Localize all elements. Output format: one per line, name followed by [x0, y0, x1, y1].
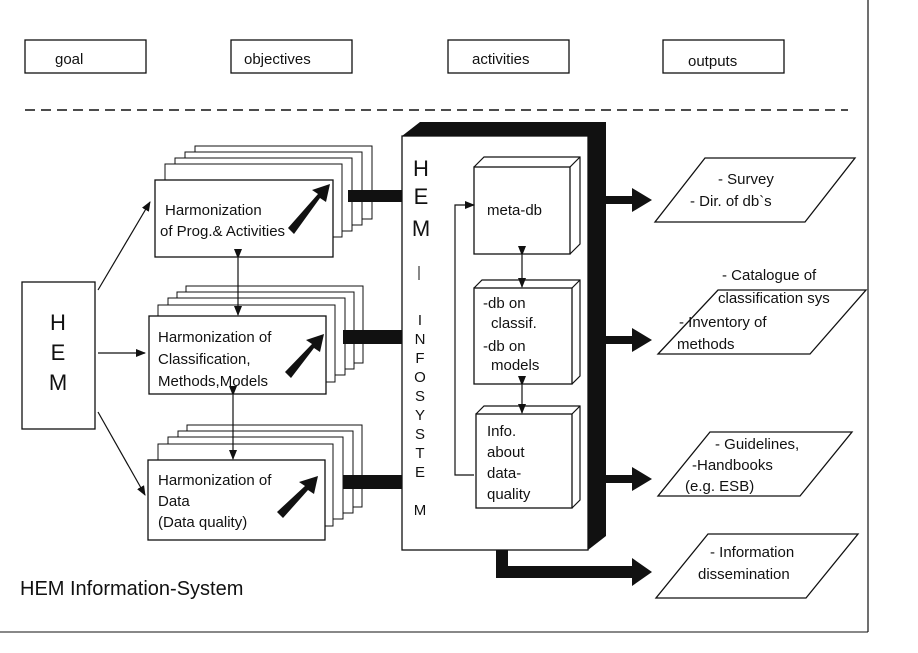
- db-quality-line1: Info.: [487, 423, 516, 440]
- output-guidelines-line2: -Handbooks: [692, 457, 773, 474]
- harmonization-data-stack: Harmonization of Data (Data quality): [147, 424, 363, 541]
- output-catalogue-line1: - Catalogue of: [722, 267, 817, 284]
- output-dissemination: - Information dissemination: [654, 533, 860, 599]
- output-survey-line2: - Dir. of db`s: [690, 193, 772, 210]
- output-arrow-3: [606, 467, 652, 491]
- infosystem-letter-7: S: [415, 426, 425, 443]
- output-catalogue: - Catalogue of classification sys - Inve…: [656, 267, 868, 355]
- arrow-hem-to-data: [97, 411, 146, 496]
- arrow-quality-to-meta: [454, 201, 475, 476]
- infosystem-letter-1: I: [418, 312, 422, 329]
- db-classif-line1: -db on: [483, 295, 526, 312]
- footer-title: HEM Information-System: [20, 578, 243, 600]
- output-guidelines-line3: (e.g. ESB): [685, 478, 754, 495]
- output-catalogue-line3: - Inventory of: [679, 314, 767, 331]
- output-dissemination-line1: - Information: [710, 544, 794, 561]
- infosystem-letter-2: N: [415, 331, 426, 348]
- arrow-hem-to-prog: [97, 201, 151, 291]
- db-classif-line3: -db on: [483, 338, 526, 355]
- harmonization-data-line2: Data: [158, 493, 190, 510]
- infosystem-letter-10: M: [414, 502, 427, 519]
- output-catalogue-line2: classification sys: [718, 290, 830, 307]
- output-arrow-2: [606, 328, 652, 352]
- header-outputs-label: outputs: [688, 53, 737, 70]
- infosystem-letter-6: Y: [415, 407, 425, 424]
- connector-data-infosystem: [343, 475, 402, 489]
- output-catalogue-line4: methods: [677, 336, 735, 353]
- db-meta-cube: meta-db: [473, 156, 581, 255]
- output-dissemination-line2: dissemination: [698, 566, 790, 583]
- output-survey: - Survey - Dir. of db`s: [653, 157, 857, 223]
- header-outputs: outputs: [662, 39, 785, 74]
- db-quality-line3: data-: [487, 465, 521, 482]
- output-guidelines-line1: - Guidelines,: [715, 436, 799, 453]
- arrow-icon-prog: [288, 184, 330, 234]
- db-classif-line4: models: [491, 357, 539, 374]
- hem-goal-box: H E M: [21, 281, 96, 430]
- harmonization-data-line3: (Data quality): [158, 514, 247, 531]
- hem-letter-m: M: [49, 370, 67, 395]
- connector-prog-infosystem: [348, 190, 402, 202]
- header-activities: activities: [447, 39, 570, 74]
- db-classif-models-cube: -db on classif. -db on models: [473, 279, 581, 385]
- db-classif-line2: classif.: [491, 315, 537, 332]
- header-objectives: objectives: [230, 39, 353, 74]
- harmonization-prog-line2: of Prog.& Activities: [160, 223, 285, 240]
- harmonization-classification-line2: Classification,: [158, 351, 251, 368]
- output-arrow-1: [606, 188, 652, 212]
- infosystem-hem-h: H: [413, 156, 429, 181]
- hem-letter-e: E: [51, 340, 66, 365]
- harmonization-prog-line1: Harmonization: [165, 202, 262, 219]
- harmonization-classification-line1: Harmonization of: [158, 329, 272, 346]
- db-quality-line2: about: [487, 444, 525, 461]
- infosystem-letter-9: E: [415, 464, 425, 481]
- infosystem-hem-e: E: [414, 184, 429, 209]
- infosystem-letter-5: S: [415, 388, 425, 405]
- arrow-icon-data: [277, 476, 318, 518]
- infosystem-letter-4: O: [414, 369, 426, 386]
- arrow-icon-classification: [285, 334, 324, 378]
- connector-classification-infosystem: [343, 330, 402, 344]
- header-objectives-label: objectives: [244, 51, 311, 68]
- header-goal-label: goal: [55, 51, 83, 68]
- db-quality-cube: Info. about data- quality: [475, 405, 581, 509]
- harmonization-classification-line3: Methods,Models: [158, 373, 268, 390]
- output-guidelines: - Guidelines, -Handbooks (e.g. ESB): [656, 431, 854, 497]
- output-survey-line1: - Survey: [718, 171, 774, 188]
- harmonization-prog-stack: Harmonization of Prog.& Activities: [154, 145, 373, 258]
- harmonization-data-line1: Harmonization of: [158, 472, 272, 489]
- harmonization-classification-stack: Harmonization of Classification, Methods…: [148, 285, 364, 395]
- db-quality-line4: quality: [487, 486, 531, 503]
- hem-letter-h: H: [50, 310, 66, 335]
- header-activities-label: activities: [472, 51, 530, 68]
- infosystem-hem-m: M: [412, 216, 430, 241]
- infosystem-letter-8: T: [415, 445, 424, 462]
- output-arrow-4: [496, 550, 652, 586]
- db-meta-label: meta-db: [487, 202, 542, 219]
- header-goal: goal: [24, 39, 147, 74]
- infosystem-letter-3: F: [415, 350, 424, 367]
